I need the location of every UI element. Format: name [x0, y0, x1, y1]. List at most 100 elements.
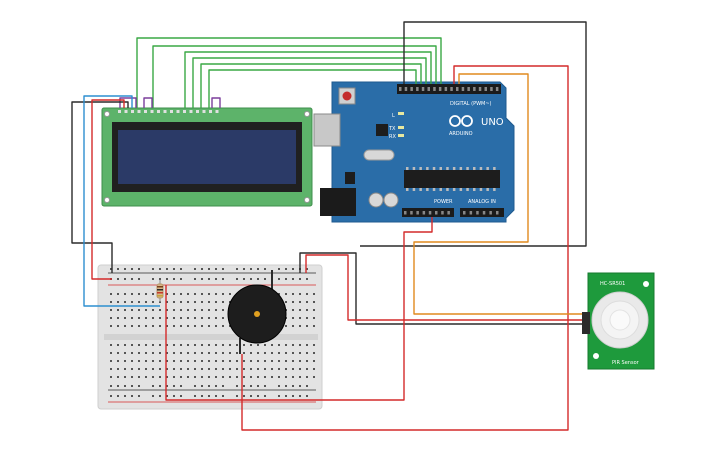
wire-black[interactable]: [71, 101, 129, 273]
wire-purple[interactable]: [211, 97, 221, 108]
bb-hole: [187, 309, 189, 311]
dc-jack: [320, 188, 356, 216]
bb-hole: [180, 293, 182, 295]
bb-hole: [159, 325, 161, 327]
bb-hole: [187, 344, 189, 346]
bb-hole: [124, 325, 126, 327]
bb-hole: [110, 301, 112, 303]
crystal: [363, 149, 395, 161]
chip-leg: [459, 167, 463, 170]
bb-hole: [131, 352, 133, 354]
bb-rail-hole: [180, 385, 182, 387]
pir-sensor[interactable]: HC-SR501 PIR Sensor: [582, 272, 655, 370]
digital-pin: [461, 87, 465, 91]
bb-hole: [110, 309, 112, 311]
bb-hole: [187, 301, 189, 303]
wire-green[interactable]: [192, 57, 427, 108]
bb-hole: [313, 360, 315, 362]
usb-port: [313, 113, 341, 147]
wire-green[interactable]: [208, 69, 417, 108]
bb-rail-hole: [159, 385, 161, 387]
pir-name-label: PIR Sensor: [612, 360, 640, 366]
bb-hole: [131, 293, 133, 295]
bb-hole: [124, 301, 126, 303]
bb-hole: [166, 376, 168, 378]
bb-hole: [201, 293, 203, 295]
lcd-pin: [157, 110, 160, 113]
bb-hole: [292, 344, 294, 346]
bb-rail-hole: [264, 268, 266, 270]
bb-rail-hole: [264, 395, 266, 397]
wire-green[interactable]: [184, 51, 432, 108]
wire-black[interactable]: [299, 252, 582, 325]
bb-rail-hole: [299, 385, 301, 387]
lcd-screen: [118, 130, 296, 184]
bb-hole: [117, 325, 119, 327]
bb-hole: [166, 368, 168, 370]
bb-rail-hole: [250, 268, 252, 270]
bb-hole: [124, 309, 126, 311]
bb-rail-hole: [138, 395, 140, 397]
bb-rail-hole: [243, 268, 245, 270]
wire-blue[interactable]: [83, 95, 160, 307]
bb-hole: [173, 360, 175, 362]
bb-rail-hole: [278, 268, 280, 270]
bb-hole: [264, 352, 266, 354]
bb-hole: [208, 344, 210, 346]
bb-hole: [138, 352, 140, 354]
digital-pin: [467, 87, 470, 91]
bb-hole: [243, 360, 245, 362]
digital-pin: [484, 87, 487, 91]
digital-pin: [456, 87, 459, 91]
rx-label: RX: [389, 134, 396, 140]
bb-hole: [194, 344, 196, 346]
wire-green[interactable]: [136, 37, 442, 108]
wire-black[interactable]: [360, 21, 587, 247]
bb-hole: [222, 368, 224, 370]
bb-hole: [222, 352, 224, 354]
bb-rail-hole: [285, 268, 287, 270]
bb-hole: [124, 368, 126, 370]
wire-red[interactable]: [241, 65, 569, 431]
wire-red[interactable]: [165, 217, 433, 401]
bb-rail-hole: [222, 395, 224, 397]
piezo-buzzer[interactable]: [227, 270, 287, 354]
bb-rail-hole: [152, 385, 154, 387]
bb-hole: [299, 352, 301, 354]
bb-hole: [173, 309, 175, 311]
bb-hole: [208, 309, 210, 311]
bb-hole: [257, 352, 259, 354]
arduino-uno-board[interactable]: ARDUINO UNO DIGITAL (PWM~) POWER ANALOG …: [313, 81, 515, 223]
wire-green[interactable]: [200, 63, 422, 108]
breadboard[interactable]: [97, 264, 323, 410]
bb-hole: [236, 344, 238, 346]
bb-hole: [306, 368, 308, 370]
resistor[interactable]: [156, 280, 164, 302]
bb-hole: [152, 309, 154, 311]
lcd-16x2[interactable]: [101, 107, 313, 207]
chip-leg: [419, 167, 422, 170]
bb-rail-hole: [278, 395, 280, 397]
bb-hole: [208, 376, 210, 378]
wire-purple[interactable]: [119, 97, 137, 108]
chip-leg: [406, 188, 409, 191]
bb-hole: [145, 325, 147, 327]
power-pin: [435, 211, 438, 215]
bb-hole: [313, 309, 315, 311]
wire-green[interactable]: [152, 45, 437, 108]
wire-purple[interactable]: [143, 97, 153, 108]
bb-rail-hole: [124, 395, 126, 397]
reset-button[interactable]: [342, 91, 352, 101]
wire-red[interactable]: [305, 254, 582, 321]
bb-rail-hole: [138, 385, 140, 387]
atmega-chip: [404, 170, 500, 188]
wire-red[interactable]: [91, 99, 125, 280]
bb-hole: [306, 301, 308, 303]
bb-hole: [180, 344, 182, 346]
bb-hole: [299, 360, 301, 362]
bb-rail-hole: [257, 278, 259, 280]
bb-hole: [131, 317, 133, 319]
chip-leg: [466, 167, 469, 170]
wire-orange[interactable]: [413, 73, 582, 315]
